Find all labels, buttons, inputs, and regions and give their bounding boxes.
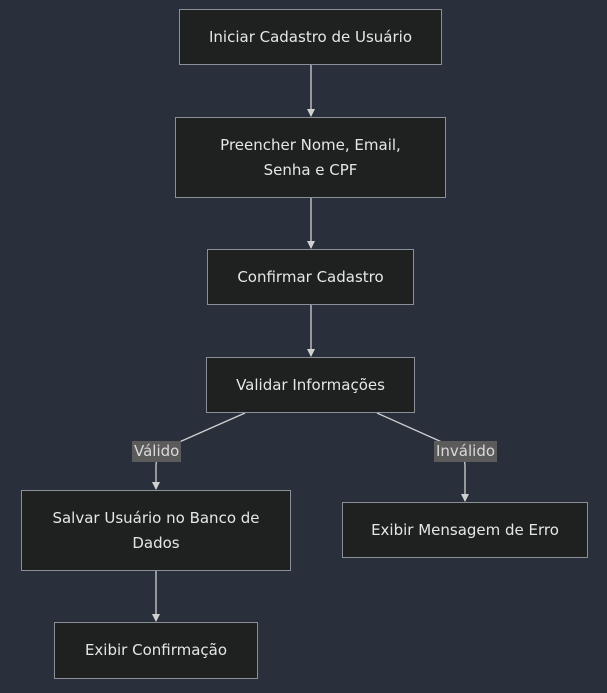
node-validate: Validar Informações (206, 357, 415, 413)
node-confirm: Confirmar Cadastro (207, 249, 414, 305)
edge-label-invalid: Inválido (434, 441, 498, 462)
node-error: Exibir Mensagem de Erro (342, 502, 588, 558)
node-start-label: Iniciar Cadastro de Usuário (208, 27, 413, 46)
node-validate-label: Validar Informações (236, 375, 385, 394)
node-confirmation: Exibir Confirmação (54, 622, 258, 679)
node-start: Iniciar Cadastro de Usuário (179, 9, 442, 65)
node-fill-label: Preencher Nome, Email, Senha e CPF (220, 135, 401, 179)
node-confirmation-label: Exibir Confirmação (84, 641, 228, 659)
node-error-label: Exibir Mensagem de Erro (371, 520, 559, 539)
node-save-label: Salvar Usuário no Banco de Dados (52, 508, 260, 552)
node-save: Salvar Usuário no Banco de Dados (21, 490, 291, 571)
node-confirm-label: Confirmar Cadastro (237, 267, 384, 286)
node-fill: Preencher Nome, Email, Senha e CPF (175, 117, 446, 198)
edge-label-valid: Válido (132, 441, 182, 462)
